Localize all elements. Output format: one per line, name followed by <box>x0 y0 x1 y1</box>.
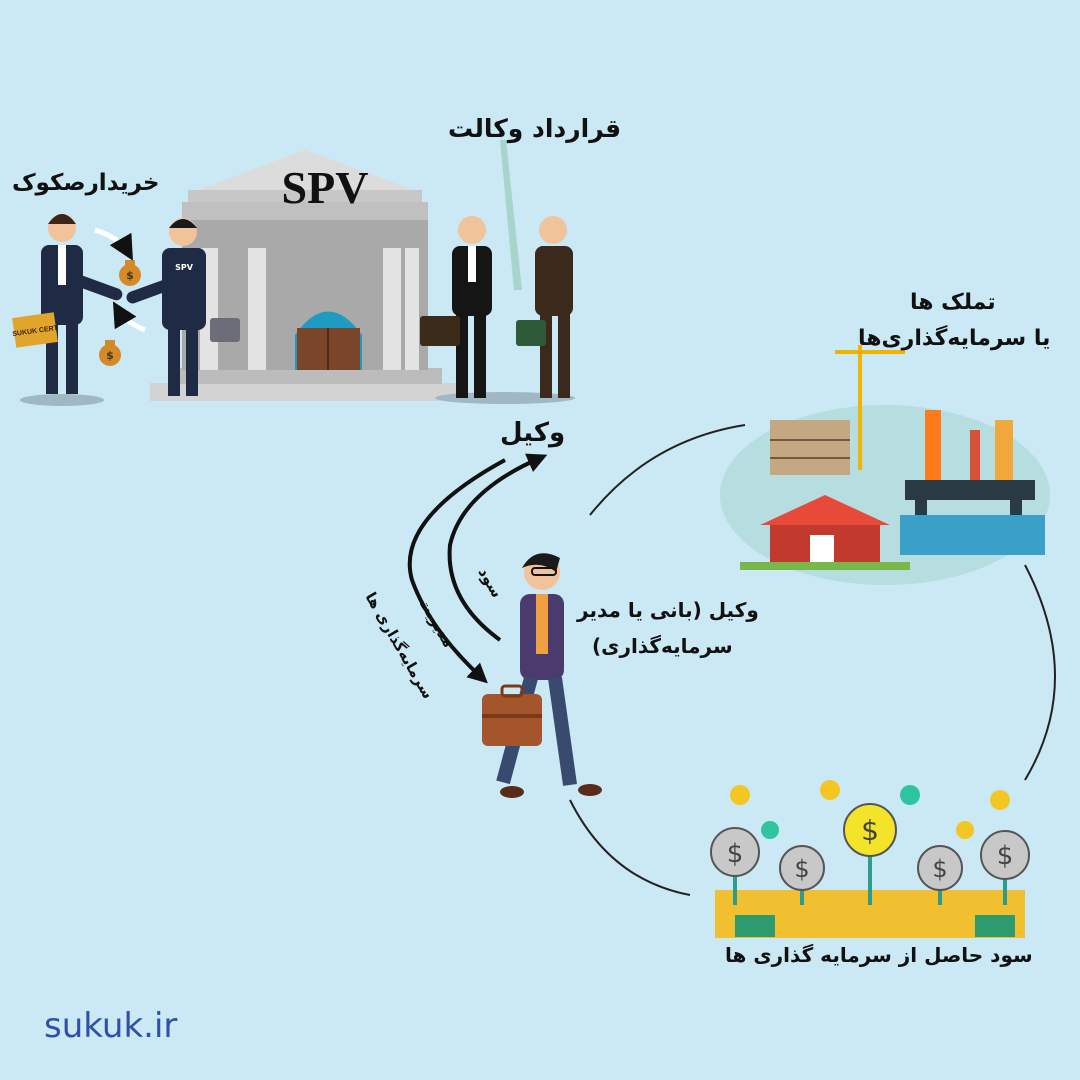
manager-person <box>482 553 602 798</box>
businessmen-handshake <box>420 140 575 404</box>
buyer-label: خریدارصکوک <box>12 170 160 196</box>
assets-illustration <box>720 345 1050 585</box>
money-bag-icon <box>99 260 141 366</box>
coin-dollar: $ <box>727 839 744 869</box>
cycle-line-profit-to-agent <box>569 799 691 896</box>
cycle-line-agent-to-assets <box>589 424 746 516</box>
manager-label-line2: سرمایه‌گذاری) <box>592 634 733 658</box>
money-bag-dollar: $ <box>126 269 134 282</box>
assets-label-line1: تملک ها <box>910 290 996 315</box>
profit-from-investments-label: سود حاصل از سرمایه گذاری ها <box>725 943 1033 967</box>
profit-illustration <box>710 780 1030 938</box>
coin-dollar: $ <box>997 841 1014 871</box>
agency-contract-label: قرارداد وکالت <box>448 114 622 143</box>
coin-dollar: $ <box>794 855 809 883</box>
profit-arrow <box>447 453 548 642</box>
coin-dollar: $ <box>861 814 879 847</box>
swap-arrow-icon <box>94 227 133 261</box>
manager-label-line1: وکیل (بانی یا مدیر <box>577 598 759 622</box>
money-bag-dollar: $ <box>106 349 114 362</box>
agent-label: وکیل <box>500 418 566 448</box>
buyer-person <box>12 214 123 406</box>
cycle-line-assets-to-profit <box>1024 564 1056 781</box>
spv-representative <box>126 218 240 396</box>
coin-dollar: $ <box>932 855 947 883</box>
profit-arrow-label: سود <box>475 564 507 601</box>
swap-arrow-icon <box>112 301 146 333</box>
spv-building <box>150 150 460 401</box>
watermark-url: sukuk.ir <box>44 1006 178 1046</box>
management-arrow <box>407 458 506 684</box>
spv-badge-text: SPV <box>175 263 194 272</box>
spv-building-title: SPV <box>282 162 369 213</box>
management-arrow-label-line1: مدیریت <box>415 594 458 650</box>
assets-label-line2: یا سرمایه‌گذاری‌ها <box>858 326 1051 351</box>
